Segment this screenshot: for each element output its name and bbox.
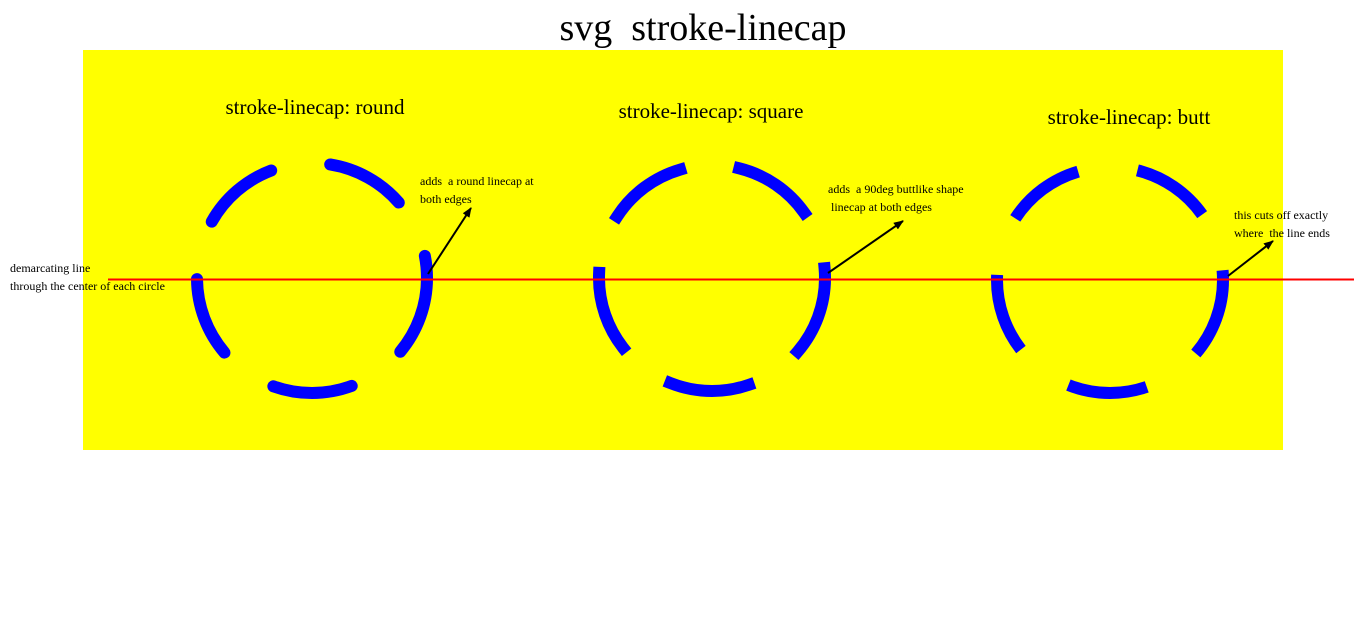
heading-square: stroke-linecap: square [619, 99, 804, 123]
example-round: stroke-linecap: round adds a round linec… [191, 95, 534, 399]
demarcating-label-line2: through the center of each circle [10, 279, 165, 293]
note-square-line1: adds a 90deg buttlike shape [828, 182, 964, 196]
note-butt-line2: where the line ends [1234, 226, 1330, 240]
page-title: svg stroke-linecap [559, 7, 847, 49]
example-square: stroke-linecap: square adds a 90deg butt… [593, 99, 964, 397]
arrow-butt [1227, 240, 1274, 277]
note-square-line2: linecap at both edges [828, 200, 932, 214]
heading-butt: stroke-linecap: butt [1048, 105, 1211, 129]
arrow-square [827, 220, 904, 274]
arrow-round [427, 207, 472, 275]
dashed-circle-round [191, 157, 433, 399]
note-round-line2: both edges [420, 192, 472, 206]
demarcating-label-line1: demarcating line [10, 261, 90, 275]
note-butt-line1: this cuts off exactly [1234, 208, 1328, 222]
heading-round: stroke-linecap: round [225, 95, 405, 119]
note-round-line1: adds a round linecap at [420, 174, 534, 188]
dashed-circle-square [593, 159, 831, 397]
